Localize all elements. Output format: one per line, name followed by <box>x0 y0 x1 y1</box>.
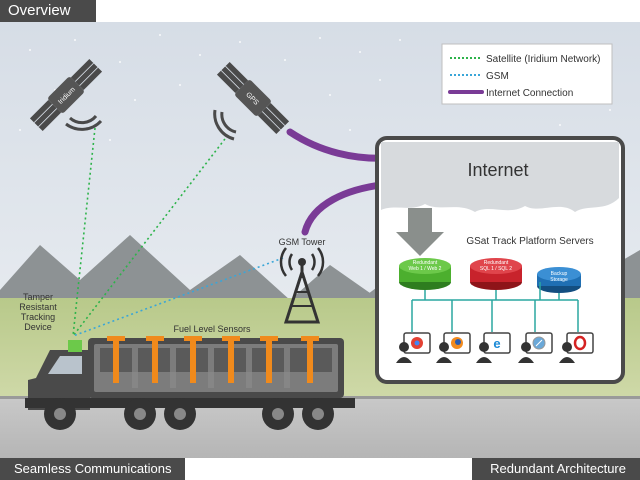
gps-signal-icon <box>213 109 237 141</box>
internet-cloud <box>381 142 619 212</box>
backup-storage-icon <box>537 267 581 293</box>
iridium-signal-icon <box>65 114 103 131</box>
backup-label-2: Storage <box>550 277 568 283</box>
legend-gsm-label: GSM <box>486 71 509 82</box>
footer-right-label: Redundant Architecture <box>472 458 640 480</box>
legend-satellite-label: Satellite (Iridium Network) <box>486 54 600 65</box>
svg-text:e: e <box>493 336 500 351</box>
gps-satellite-icon: GPS <box>216 61 290 135</box>
gsm-link <box>72 257 284 337</box>
gsm-tower-icon <box>279 247 325 324</box>
backup-label-1: Backup <box>551 271 568 277</box>
iridium-satellite-icon: Iridium <box>29 58 103 132</box>
server-network <box>411 282 579 332</box>
device-label-2: Resistant <box>19 302 57 312</box>
gsm-tower-label: GSM Tower <box>279 237 326 247</box>
device-label-4: Device <box>24 322 52 332</box>
fuel-sensors-label: Fuel Level Sensors <box>173 324 251 334</box>
legend-internet-label: Internet Connection <box>486 88 573 99</box>
client-opera-icon <box>559 332 594 363</box>
page-title: Overview <box>0 0 96 22</box>
client-chrome-icon <box>396 332 431 363</box>
cloud-to-servers-arrow <box>396 208 444 256</box>
device-label-3: Tracking <box>21 312 55 322</box>
footer-left-label: Seamless Communications <box>0 458 185 480</box>
stars <box>19 34 611 141</box>
tracking-device-icon <box>68 340 82 352</box>
device-label-1: Tamper <box>23 292 53 302</box>
client-ie-icon: e <box>476 332 511 363</box>
web-server-icon <box>399 258 451 290</box>
satellite-links <box>72 127 229 337</box>
web-server-label-1: Redundant <box>413 260 438 266</box>
sql-server-label-1: Redundant <box>484 260 509 266</box>
sql-server-icon <box>470 258 522 290</box>
client-safari-icon <box>518 332 553 363</box>
web-server-label-2: Web 1 / Web 2 <box>409 266 442 272</box>
internet-label: Internet <box>467 160 528 180</box>
client-firefox-icon <box>436 332 471 363</box>
servers-title: GSat Track Platform Servers <box>466 236 593 247</box>
sql-server-label-2: SQL 1 / SQL 2 <box>480 266 512 272</box>
mountains <box>0 235 380 300</box>
fuel-level-sensors <box>107 336 319 383</box>
